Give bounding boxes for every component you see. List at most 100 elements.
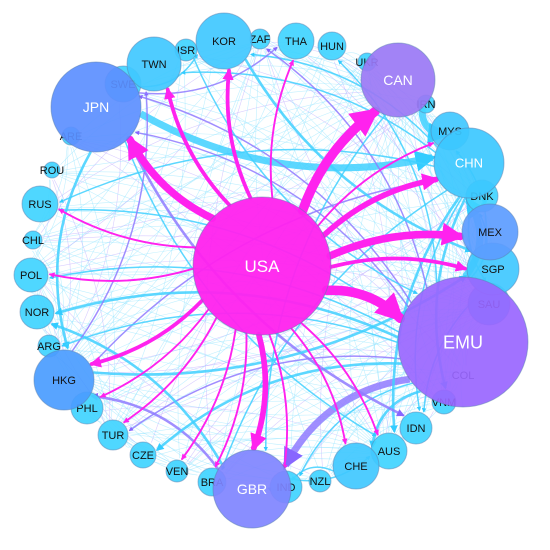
- node-tha[interactable]: THA: [277, 22, 315, 60]
- edge-usa-rus: [58, 208, 197, 249]
- node-ven[interactable]: VEN: [165, 459, 189, 483]
- node-circle: [129, 441, 157, 469]
- edge-usa-sgp: [329, 256, 468, 272]
- edge-usa-mys: [317, 142, 434, 227]
- node-label: VEN: [166, 466, 189, 478]
- edge-usa-ind: [268, 333, 288, 471]
- node-circle: [317, 31, 347, 61]
- node-label: CHL: [22, 235, 44, 247]
- node-circle: [97, 419, 129, 451]
- edge-emu-zaf: [265, 48, 428, 289]
- mesh-edge: [47, 279, 431, 399]
- node-label: THA: [285, 36, 308, 48]
- edge-jpn-hkg: [55, 151, 92, 350]
- edge-usa-ven: [181, 328, 237, 460]
- mesh-edge: [61, 349, 372, 446]
- edge-usa-kor: [222, 68, 253, 200]
- edge-jpn-tha: [138, 46, 278, 95]
- node-label: POL: [20, 270, 42, 282]
- node-cze[interactable]: CZE: [129, 441, 157, 469]
- edge-emu-che: [369, 389, 421, 449]
- node-circle: [13, 257, 49, 293]
- node-label: MEX: [478, 227, 503, 239]
- edge-usa-bra: [214, 332, 248, 468]
- node-kor[interactable]: KOR: [195, 12, 253, 70]
- node-can[interactable]: CAN: [360, 42, 436, 118]
- edge-usa-chn: [320, 173, 440, 239]
- node-pol[interactable]: POL: [13, 257, 49, 293]
- mesh-edge: [76, 68, 212, 354]
- edge-usa-tur: [123, 316, 218, 424]
- node-circle: [461, 203, 519, 261]
- node-circle: [43, 161, 61, 179]
- mesh-edge: [129, 425, 372, 451]
- hub-edge-layer: [48, 59, 468, 471]
- node-label: CAN: [383, 72, 413, 88]
- mesh-edge: [189, 404, 433, 468]
- node-emu[interactable]: EMU: [397, 276, 529, 408]
- node-chn[interactable]: CHN: [433, 127, 505, 199]
- mesh-edge: [268, 47, 475, 251]
- node-label: ARG: [37, 341, 61, 353]
- edge-hkg-twn: [71, 91, 149, 352]
- node-usa[interactable]: USA: [192, 196, 332, 336]
- mesh-edge: [42, 47, 252, 264]
- node-circle: [360, 42, 436, 118]
- mesh-edge: [195, 58, 474, 291]
- node-label: TWN: [141, 59, 166, 71]
- edge-emu-cze: [155, 362, 402, 452]
- node-zaf[interactable]: ZAF: [249, 28, 271, 50]
- edge-usa-twn: [164, 87, 232, 208]
- mesh-edge: [78, 49, 255, 355]
- node-label: CHE: [344, 461, 367, 473]
- mesh-edge: [95, 336, 399, 378]
- node-label: HUN: [320, 41, 344, 53]
- node-circle: [195, 12, 253, 70]
- node-hun[interactable]: HUN: [317, 31, 347, 61]
- node-label: PHL: [76, 403, 97, 415]
- node-rus[interactable]: RUS: [21, 185, 59, 223]
- node-jpn[interactable]: JPN: [50, 61, 142, 153]
- node-isr[interactable]: ISR: [174, 38, 198, 62]
- edge-emu-ind: [299, 382, 413, 477]
- mesh-edge: [138, 95, 412, 303]
- node-circle: [433, 127, 505, 199]
- mesh-edge: [40, 66, 358, 237]
- mesh-edge: [267, 47, 476, 289]
- node-gbr[interactable]: GBR: [212, 449, 292, 529]
- edge-usa-pol: [48, 267, 195, 282]
- node-nor[interactable]: NOR: [19, 294, 55, 330]
- mesh-edge: [125, 443, 131, 448]
- mesh-edge: [59, 102, 369, 339]
- node-rou[interactable]: ROU: [40, 161, 65, 179]
- edge-usa-emu: [321, 285, 406, 324]
- node-twn[interactable]: TWN: [126, 36, 182, 92]
- edge-emu-swe: [138, 94, 412, 304]
- mesh-edge: [58, 91, 364, 198]
- node-circle: [308, 469, 332, 493]
- mesh-edge: [188, 368, 404, 466]
- node-circle: [165, 459, 189, 483]
- node-hkg[interactable]: HKG: [33, 349, 95, 411]
- node-label: USA: [245, 257, 281, 276]
- mesh-edge: [129, 357, 401, 431]
- node-label: CZE: [132, 450, 154, 462]
- node-mex[interactable]: MEX: [461, 203, 519, 261]
- node-tur[interactable]: TUR: [97, 419, 129, 451]
- node-idn[interactable]: IDN: [399, 411, 433, 445]
- node-chl[interactable]: CHL: [22, 230, 44, 250]
- edge-usa-jpn: [126, 135, 216, 223]
- node-label: ISR: [177, 45, 195, 57]
- node-label: CHN: [455, 156, 483, 171]
- node-circle: [192, 196, 332, 336]
- mesh-edge: [269, 40, 357, 61]
- node-label: KOR: [212, 36, 236, 48]
- mesh-edge: [80, 57, 285, 356]
- node-label: NOR: [25, 307, 50, 319]
- node-nzl[interactable]: NZL: [308, 469, 332, 493]
- mesh-edge: [61, 171, 468, 264]
- node-circle: [19, 294, 55, 330]
- node-label: IDN: [407, 423, 426, 435]
- edge-usa-che: [290, 327, 348, 445]
- node-che[interactable]: CHE: [332, 442, 380, 490]
